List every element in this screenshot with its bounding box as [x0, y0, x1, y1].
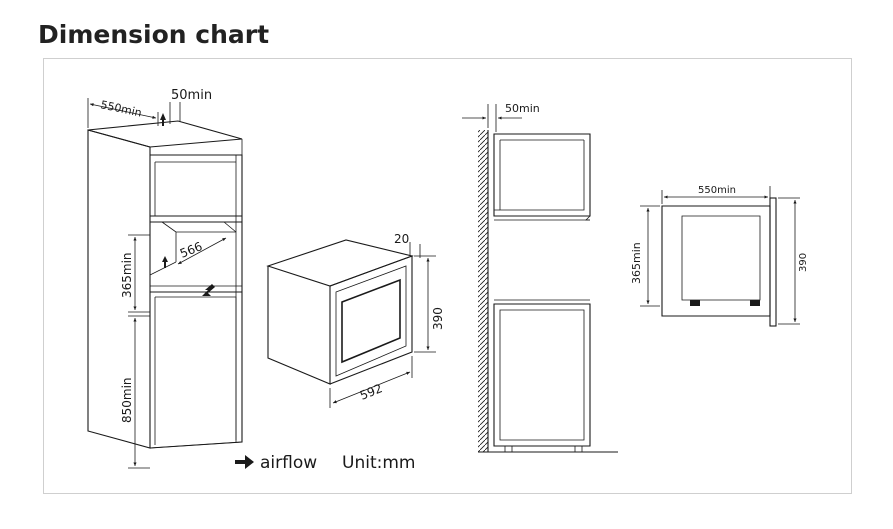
airflow-arrow-icon	[160, 113, 166, 126]
oven-width-label: 592	[358, 381, 384, 403]
tall-cabinet-drawing	[87, 120, 243, 449]
dimension-opening-height-365: 365min	[120, 234, 150, 313]
page-title: Dimension chart	[38, 20, 270, 49]
detail-height-label: 390	[798, 253, 809, 272]
airflow-arrow-icon	[235, 455, 254, 469]
airflow-arrow-icon	[202, 284, 215, 296]
dimension-top-gap-50: 50min	[160, 88, 212, 126]
oven-height-label: 390	[431, 307, 445, 330]
dimension-side-gap-50: 50min	[462, 102, 540, 132]
oven-drawing	[266, 239, 414, 385]
dimension-opening-width-566: 566	[162, 237, 227, 268]
base-height-label: 850min	[120, 377, 134, 423]
frame-label: 20	[394, 232, 409, 246]
diagram-frame	[43, 58, 852, 494]
opening-width-label: 566	[178, 239, 204, 261]
dimension-oven-frame-20: 20	[394, 232, 421, 258]
airflow-label: airflow	[260, 453, 317, 473]
dimension-base-height-850: 850min	[120, 315, 150, 469]
top-gap-label: 50min	[171, 88, 212, 103]
detail-opening-label: 365min	[630, 242, 643, 284]
dimension-detail-depth-550: 550min	[661, 185, 771, 204]
side-section-drawing	[478, 130, 618, 453]
dimension-detail-opening-365: 365min	[630, 205, 660, 307]
legend: airflow Unit:mm	[235, 453, 415, 473]
dimension-oven-height-390: 390	[414, 255, 445, 353]
dimension-detail-height-390: 390	[778, 197, 809, 325]
airflow-arrow-icon	[162, 256, 168, 268]
detail-side-drawing	[661, 197, 777, 327]
detail-depth-label: 550min	[698, 185, 736, 196]
unit-label: Unit:mm	[342, 453, 415, 473]
dimension-oven-width-592: 592	[329, 356, 413, 408]
opening-height-label: 365min	[120, 252, 134, 298]
depth-label: 550min	[99, 98, 143, 119]
side-gap-label: 50min	[505, 102, 540, 115]
